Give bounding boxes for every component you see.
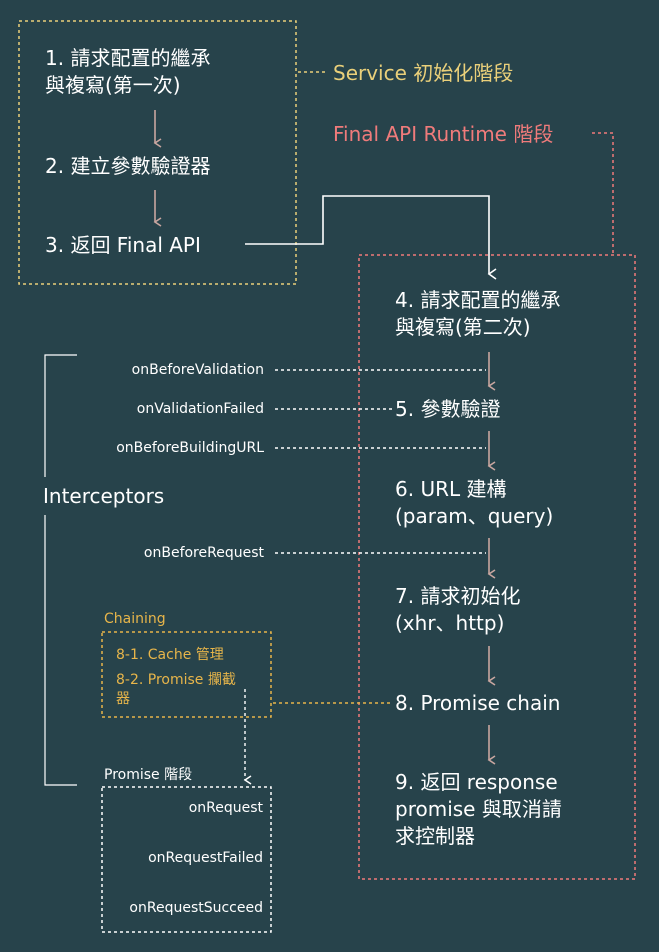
- arrow-3-4: [245, 195, 497, 280]
- service-phase-label: Service 初始化階段: [333, 61, 514, 85]
- runtime-step-9-line3: 求控制器: [395, 824, 475, 848]
- chaining-box: [101, 631, 272, 718]
- hook-on-before-validation: onBeforeValidation: [131, 362, 264, 378]
- runtime-step-5: 5. 參數驗證: [395, 397, 501, 421]
- hook-on-before-building-url: onBeforeBuildingURL: [116, 440, 264, 456]
- runtime-step-6-line2: (param、query): [395, 504, 554, 528]
- service-step-2: 2. 建立參數驗證器: [45, 154, 211, 178]
- runtime-step-4-line1: 4. 請求配置的繼承: [395, 288, 561, 312]
- runtime-step-8: 8. Promise chain: [395, 691, 561, 715]
- hook-on-validation-failed: onValidationFailed: [136, 401, 264, 417]
- chaining-item-cache: 8-1. Cache 管理: [116, 647, 224, 663]
- service-step-3: 3. 返回 Final API: [45, 233, 201, 257]
- runtime-step-9-line2: promise 與取消請: [395, 797, 562, 821]
- runtime-step-7: 7. 請求初始化 (xhr、http): [395, 583, 520, 637]
- runtime-step-4: 4. 請求配置的繼承 與複寫(第二次): [395, 287, 560, 341]
- service-phase-box: [18, 20, 297, 285]
- runtime-step-9-line1: 9. 返回 response: [395, 770, 558, 794]
- interceptors-bracket-bottom: [44, 515, 77, 786]
- interceptors-label: Interceptors: [43, 484, 165, 508]
- chaining-item-promise-interceptor: 8-2. Promise 攔截: [116, 672, 236, 688]
- hook-on-request: onRequest: [188, 800, 263, 816]
- interceptors-bracket-top: [44, 354, 77, 477]
- runtime-step-7-line2: (xhr、http): [395, 611, 505, 635]
- runtime-phase-label: Final API Runtime 階段: [333, 122, 554, 146]
- service-step-1: 1. 請求配置的繼承 與複寫(第一次): [45, 45, 210, 99]
- runtime-phase-box: [358, 254, 636, 880]
- chaining-item-promise-interceptor-cont: 器: [116, 691, 130, 707]
- runtime-step-7-line1: 7. 請求初始化: [395, 584, 521, 608]
- hook-on-request-succeed: onRequestSucceed: [129, 900, 263, 916]
- promise-phase-box: [101, 786, 272, 933]
- runtime-step-9: 9. 返回 response promise 與取消請 求控制器: [395, 769, 562, 850]
- runtime-step-6-line1: 6. URL 建構: [395, 477, 507, 501]
- service-step-1-line2: 與複寫(第一次): [45, 73, 181, 97]
- runtime-step-4-line2: 與複寫(第二次): [395, 315, 531, 339]
- chaining-label: Chaining: [104, 611, 166, 627]
- promise-phase-label: Promise 階段: [104, 767, 193, 783]
- service-step-1-line1: 1. 請求配置的繼承: [45, 46, 211, 70]
- hook-on-request-failed: onRequestFailed: [148, 850, 263, 866]
- runtime-label-connector: [592, 132, 614, 255]
- runtime-step-6: 6. URL 建構 (param、query): [395, 476, 553, 530]
- hook-on-before-request: onBeforeRequest: [143, 545, 264, 561]
